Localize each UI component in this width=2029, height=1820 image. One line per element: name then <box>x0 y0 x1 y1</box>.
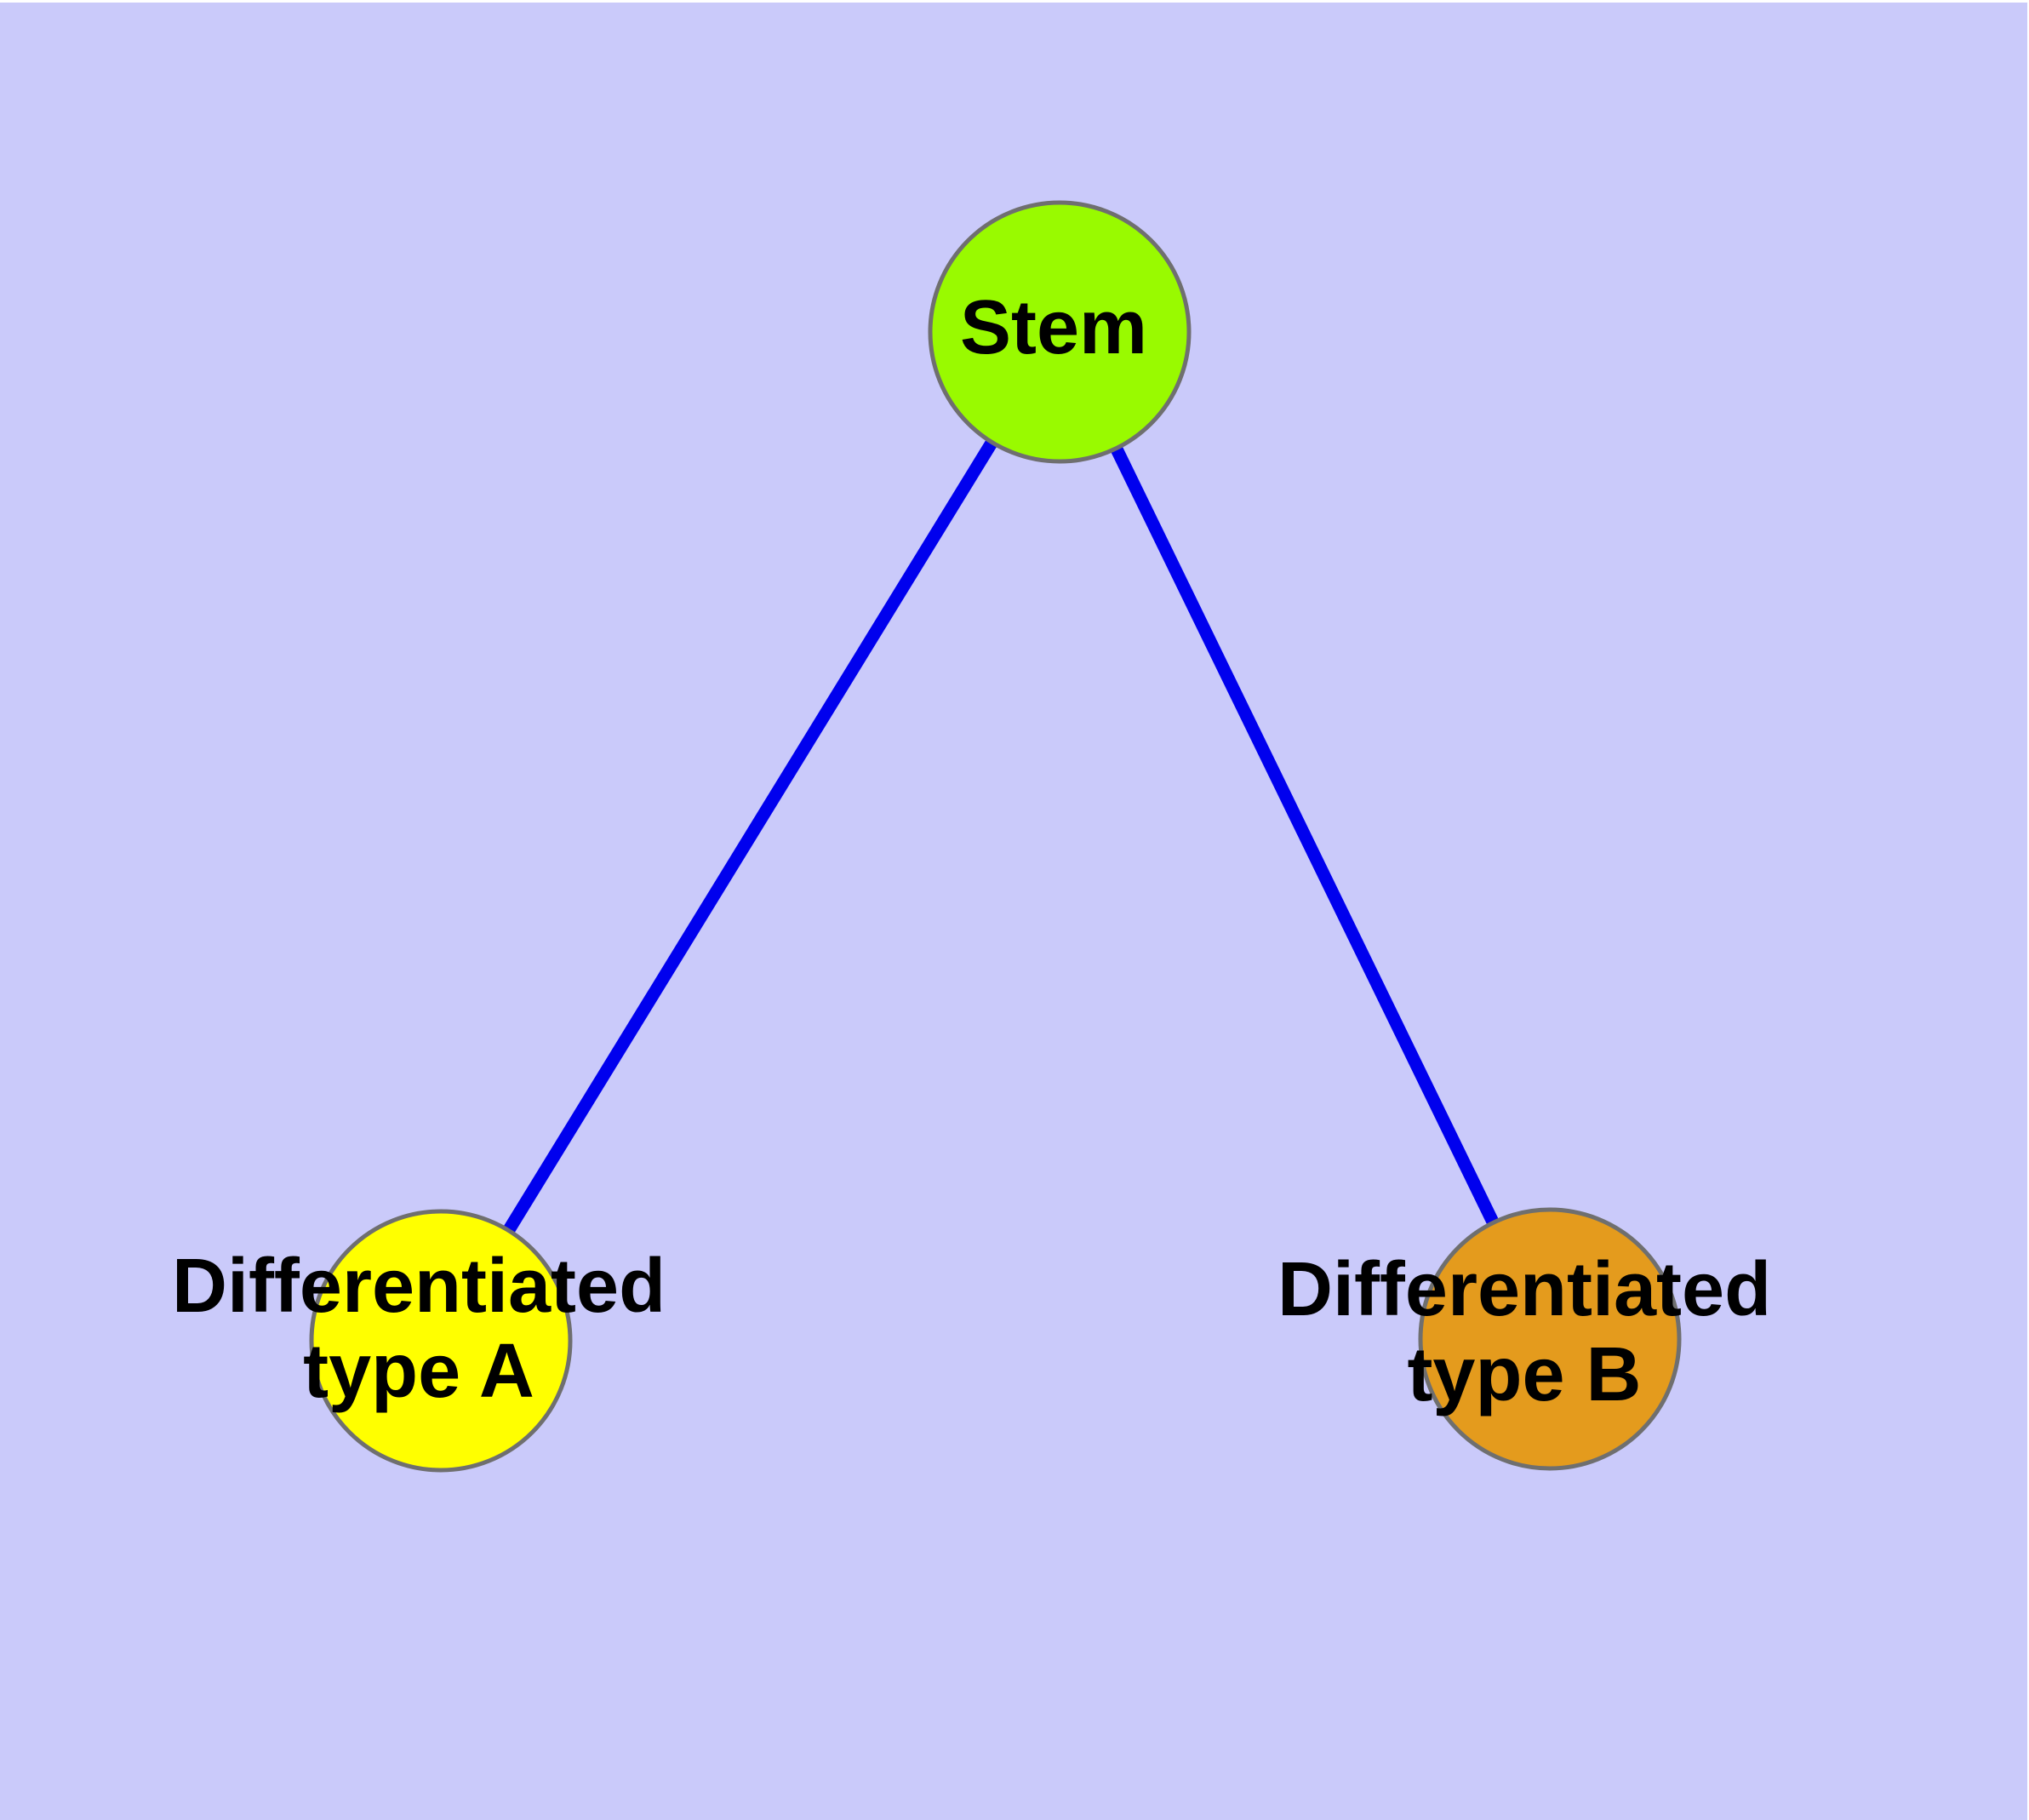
edges-layer <box>435 329 1556 1344</box>
node-circle-differentiated-type-a <box>309 1209 573 1473</box>
node-label-line: type B <box>1407 1332 1642 1417</box>
node-circle-stem <box>928 200 1192 464</box>
node-label-stem: Stem <box>960 285 1147 370</box>
node-label-line: type A <box>303 1329 534 1414</box>
edge-stem-to-differentiated-type-a <box>435 329 1066 1344</box>
node-label-line: Differentiated <box>171 1244 666 1329</box>
node-circle-differentiated-type-b <box>1418 1207 1682 1471</box>
node-label-line: Differentiated <box>1277 1247 1772 1332</box>
edge-stem-to-differentiated-type-b <box>1054 329 1556 1342</box>
nodes-layer <box>309 200 1682 1473</box>
graph-svg <box>309 200 1682 1473</box>
node-label-line: Stem <box>959 285 1148 370</box>
